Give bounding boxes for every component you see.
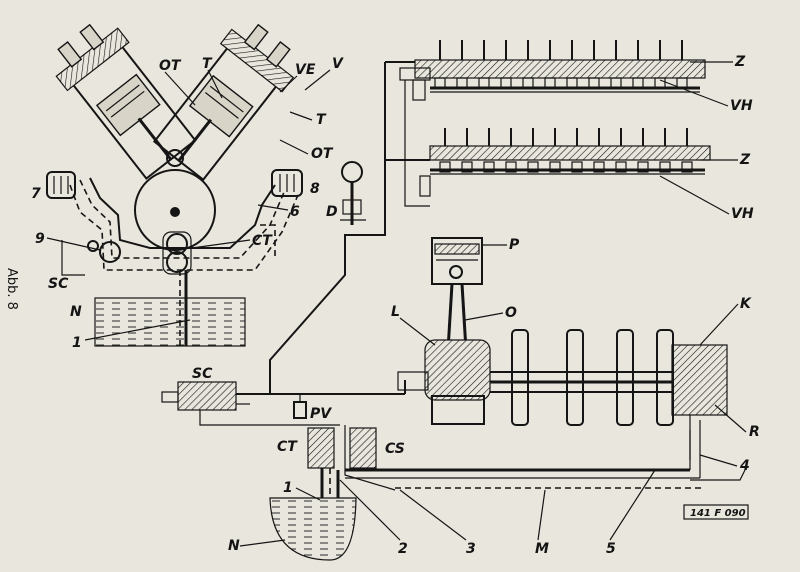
label-M: M [535,541,549,557]
label-5: 5 [606,541,616,557]
cam-lobe [478,77,490,89]
label-Z-mid: Z [739,152,751,168]
label-VH-mid: VH [731,206,754,222]
label-D: D [326,204,338,220]
middle-valve-row [439,128,693,173]
crank-web-row [511,329,674,426]
cam-lobe [434,77,446,89]
cam-lobe [544,77,556,89]
cam-lobe [610,77,622,89]
cam-lobe [588,77,600,89]
piston-assembly [431,237,483,351]
crank-circle [134,169,216,251]
label-T-top: T [202,56,213,72]
label-V: V [332,56,344,72]
cam-lobe [527,161,539,173]
upper-camshaft-assembly [399,59,706,93]
figure-stamp: 141 F 090 [690,508,746,519]
crank-web [566,329,584,426]
label-Z-top: Z [734,54,746,70]
figure-stamp-box [683,504,749,520]
label-CT-lower: CT [277,439,298,455]
label-OT-right: OT [311,146,334,162]
label-PV: PV [310,406,332,422]
label-N-lower: N [228,538,240,554]
label-VH-top: VH [730,98,753,114]
label-P: P [509,237,520,253]
label-CT-upper: CT [252,233,273,249]
cam-lobe [566,77,578,89]
leader-lines [46,61,747,547]
oil-cooler-8 [271,169,303,197]
label-4: 4 [739,458,750,474]
label-O: O [505,305,517,321]
oil-filter-lower [177,381,237,411]
distributor-D [340,161,366,225]
oil-cooler-7 [46,171,76,199]
middle-camshaft-assembly [429,145,711,175]
label-L: L [391,304,400,320]
sump-upper [94,297,246,347]
label-9: 9 [35,231,45,247]
cam-lobe [439,161,451,173]
cam-lobe [461,161,473,173]
label-R: R [749,424,760,440]
label-K: K [740,296,752,312]
figure-labels: Abb. 8 141 F 090 OT T VE V T OT 8 7 6 9 … [4,54,760,557]
lower-oil-system [161,380,746,561]
label-CS: CS [385,441,405,457]
cam-lobe [456,77,468,89]
cam-lobe [681,161,693,173]
label-OT-top: OT [159,58,182,74]
cam-lobe [637,161,649,173]
label-1-lower: 1 [283,480,293,496]
cam-lobe [549,161,561,173]
label-3: 3 [466,541,476,557]
cam-lobe [659,161,671,173]
crank-web [616,329,634,426]
cam-lobe [654,77,666,89]
label-6: 6 [290,204,300,220]
cam-lobe [615,161,627,173]
label-7: 7 [31,186,41,202]
cam-lobe [593,161,605,173]
label-1-upper: 1 [72,335,82,351]
label-8: 8 [310,181,320,197]
cam-lobe [483,161,495,173]
sump-lower [269,497,357,561]
left-cylinder-bank [55,23,197,180]
crankshaft [397,339,728,460]
v-engine-section [46,23,303,347]
cam-lobe [571,161,583,173]
label-SC-left: SC [48,276,69,292]
label-SC-lower: SC [192,366,213,382]
label-2: 2 [398,541,408,557]
side-caption: Abb. 8 [4,268,19,310]
cam-lobe [522,77,534,89]
crank-web [656,329,674,426]
label-N-upper: N [70,304,82,320]
crank-web [511,329,529,426]
label-VE: VE [295,62,316,78]
camshaft-circle [166,149,184,167]
right-cylinder-bank [152,23,295,182]
label-T-right: T [316,112,327,128]
cam-lobe [500,77,512,89]
cam-lobe [505,161,517,173]
cam-lobe [632,77,644,89]
